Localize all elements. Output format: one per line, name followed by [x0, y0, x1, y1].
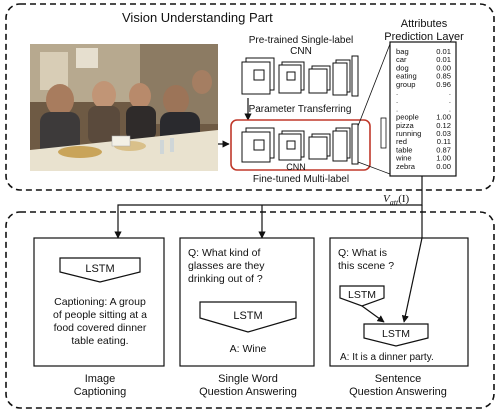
captioning-footer-line2: Captioning	[74, 386, 127, 398]
pretrained-cnn-block	[241, 55, 359, 97]
captioning-lstm-label: LSTM	[85, 263, 114, 275]
attribute-score: 1.00	[436, 154, 451, 163]
finetuned-cnn-block	[241, 123, 359, 165]
attribute-score: 0.96	[436, 80, 451, 89]
single-word-footer-line2: Question Answering	[199, 386, 297, 398]
vision-understanding-frame	[5, 3, 495, 191]
single-word-footer-line1: Single Word	[218, 373, 278, 385]
attribute-score: 0.87	[436, 145, 451, 154]
sentence-question-line1: Q: What is	[338, 247, 387, 259]
attributes-list: bag 0.01 car 0.01 dog 0.00 eating 0.85 group 0.96…	[395, 47, 451, 171]
attribute-score: 0.00	[436, 63, 451, 72]
sentence-footer-line1: Sentence	[375, 373, 421, 385]
captioning-text-line4: table eating.	[71, 335, 128, 347]
attribute-score: 0.01	[436, 47, 451, 56]
single-word-question-line2: glasses are they	[188, 260, 265, 272]
sentence-lstm1-shape	[339, 285, 385, 307]
attribute-score: .	[449, 96, 451, 105]
attribute-word: group	[396, 80, 415, 89]
cnn-bottom-label: CNN	[286, 162, 306, 172]
parameter-transfer-label: Parameter Transferring	[249, 104, 352, 115]
captioning-footer-line1: Image	[85, 373, 116, 385]
attribute-score: .	[449, 88, 451, 97]
vatt-label: Vatt(I)	[383, 193, 410, 207]
attribute-score: 0.00	[436, 162, 451, 171]
attribute-word: dog	[396, 63, 409, 72]
vatt-connector	[114, 176, 423, 239]
attribute-score: 1.00	[436, 113, 451, 122]
dinner-photo	[30, 44, 218, 171]
sentence-lstm1-label: LSTM	[348, 289, 376, 301]
applications-frame	[5, 211, 495, 409]
attribute-score: 0.12	[436, 121, 451, 130]
attributes-title-line1: Attributes	[401, 18, 448, 30]
sentence-lstm2-shape	[363, 323, 429, 347]
sentence-footer-line2: Question Answering	[349, 386, 447, 398]
sentence-lstm-link	[361, 305, 385, 323]
attribute-word: running	[396, 129, 421, 138]
attribute-word: .	[396, 88, 398, 97]
vatt-to-lstm2	[401, 237, 423, 323]
attributes-output-bar	[380, 117, 387, 149]
attributes-title-line2: Prediction Layer	[384, 31, 464, 43]
finetuned-cnn-frame	[230, 119, 371, 171]
single-word-lstm-shape	[199, 301, 297, 333]
attribute-score: 0.11	[437, 137, 451, 146]
attribute-word: pizza	[396, 121, 415, 130]
captioning-text-line3: food covered dinner	[54, 322, 147, 334]
attribute-word: car	[396, 55, 407, 64]
attribute-word: .	[396, 104, 398, 113]
cnn-bottom-caption: Fine-tuned Multi-label	[253, 174, 349, 185]
attribute-word: eating	[396, 72, 417, 81]
captioning-lstm-shape	[59, 257, 141, 283]
captioning-text-line1: Captioning: A group	[54, 296, 146, 308]
attribute-score: .	[449, 104, 451, 113]
single-word-question-line1: Q: What kind of	[188, 247, 260, 259]
captioning-text-line2: of people sitting at a	[53, 309, 147, 321]
single-word-question-line3: drinking out of ?	[188, 273, 263, 285]
cnn-top-label-line2: CNN	[290, 46, 312, 57]
attribute-score: 0.01	[436, 55, 451, 64]
single-word-answer: A: Wine	[230, 343, 267, 355]
single-word-lstm-label: LSTM	[233, 310, 262, 322]
attribute-word: people	[396, 113, 419, 122]
cnn-to-attributes-lines	[357, 43, 391, 175]
attribute-score: 0.03	[436, 129, 451, 138]
attribute-word: red	[396, 137, 407, 146]
vision-understanding-title: Vision Understanding Part	[122, 10, 273, 25]
sentence-answer: A: It is a dinner party.	[340, 352, 434, 363]
attribute-word: zebra	[396, 162, 416, 171]
sentence-lstm2-label: LSTM	[382, 328, 410, 340]
attribute-word: wine	[395, 154, 412, 163]
attribute-word: bag	[396, 47, 409, 56]
cnn-top-label-line1: Pre-trained Single-label	[249, 35, 354, 46]
attribute-score: 0.85	[436, 72, 451, 81]
attribute-word: table	[396, 145, 412, 154]
sentence-question-line2: this scene ?	[338, 260, 394, 272]
attribute-word: .	[396, 96, 398, 105]
attributes-box	[389, 41, 457, 177]
